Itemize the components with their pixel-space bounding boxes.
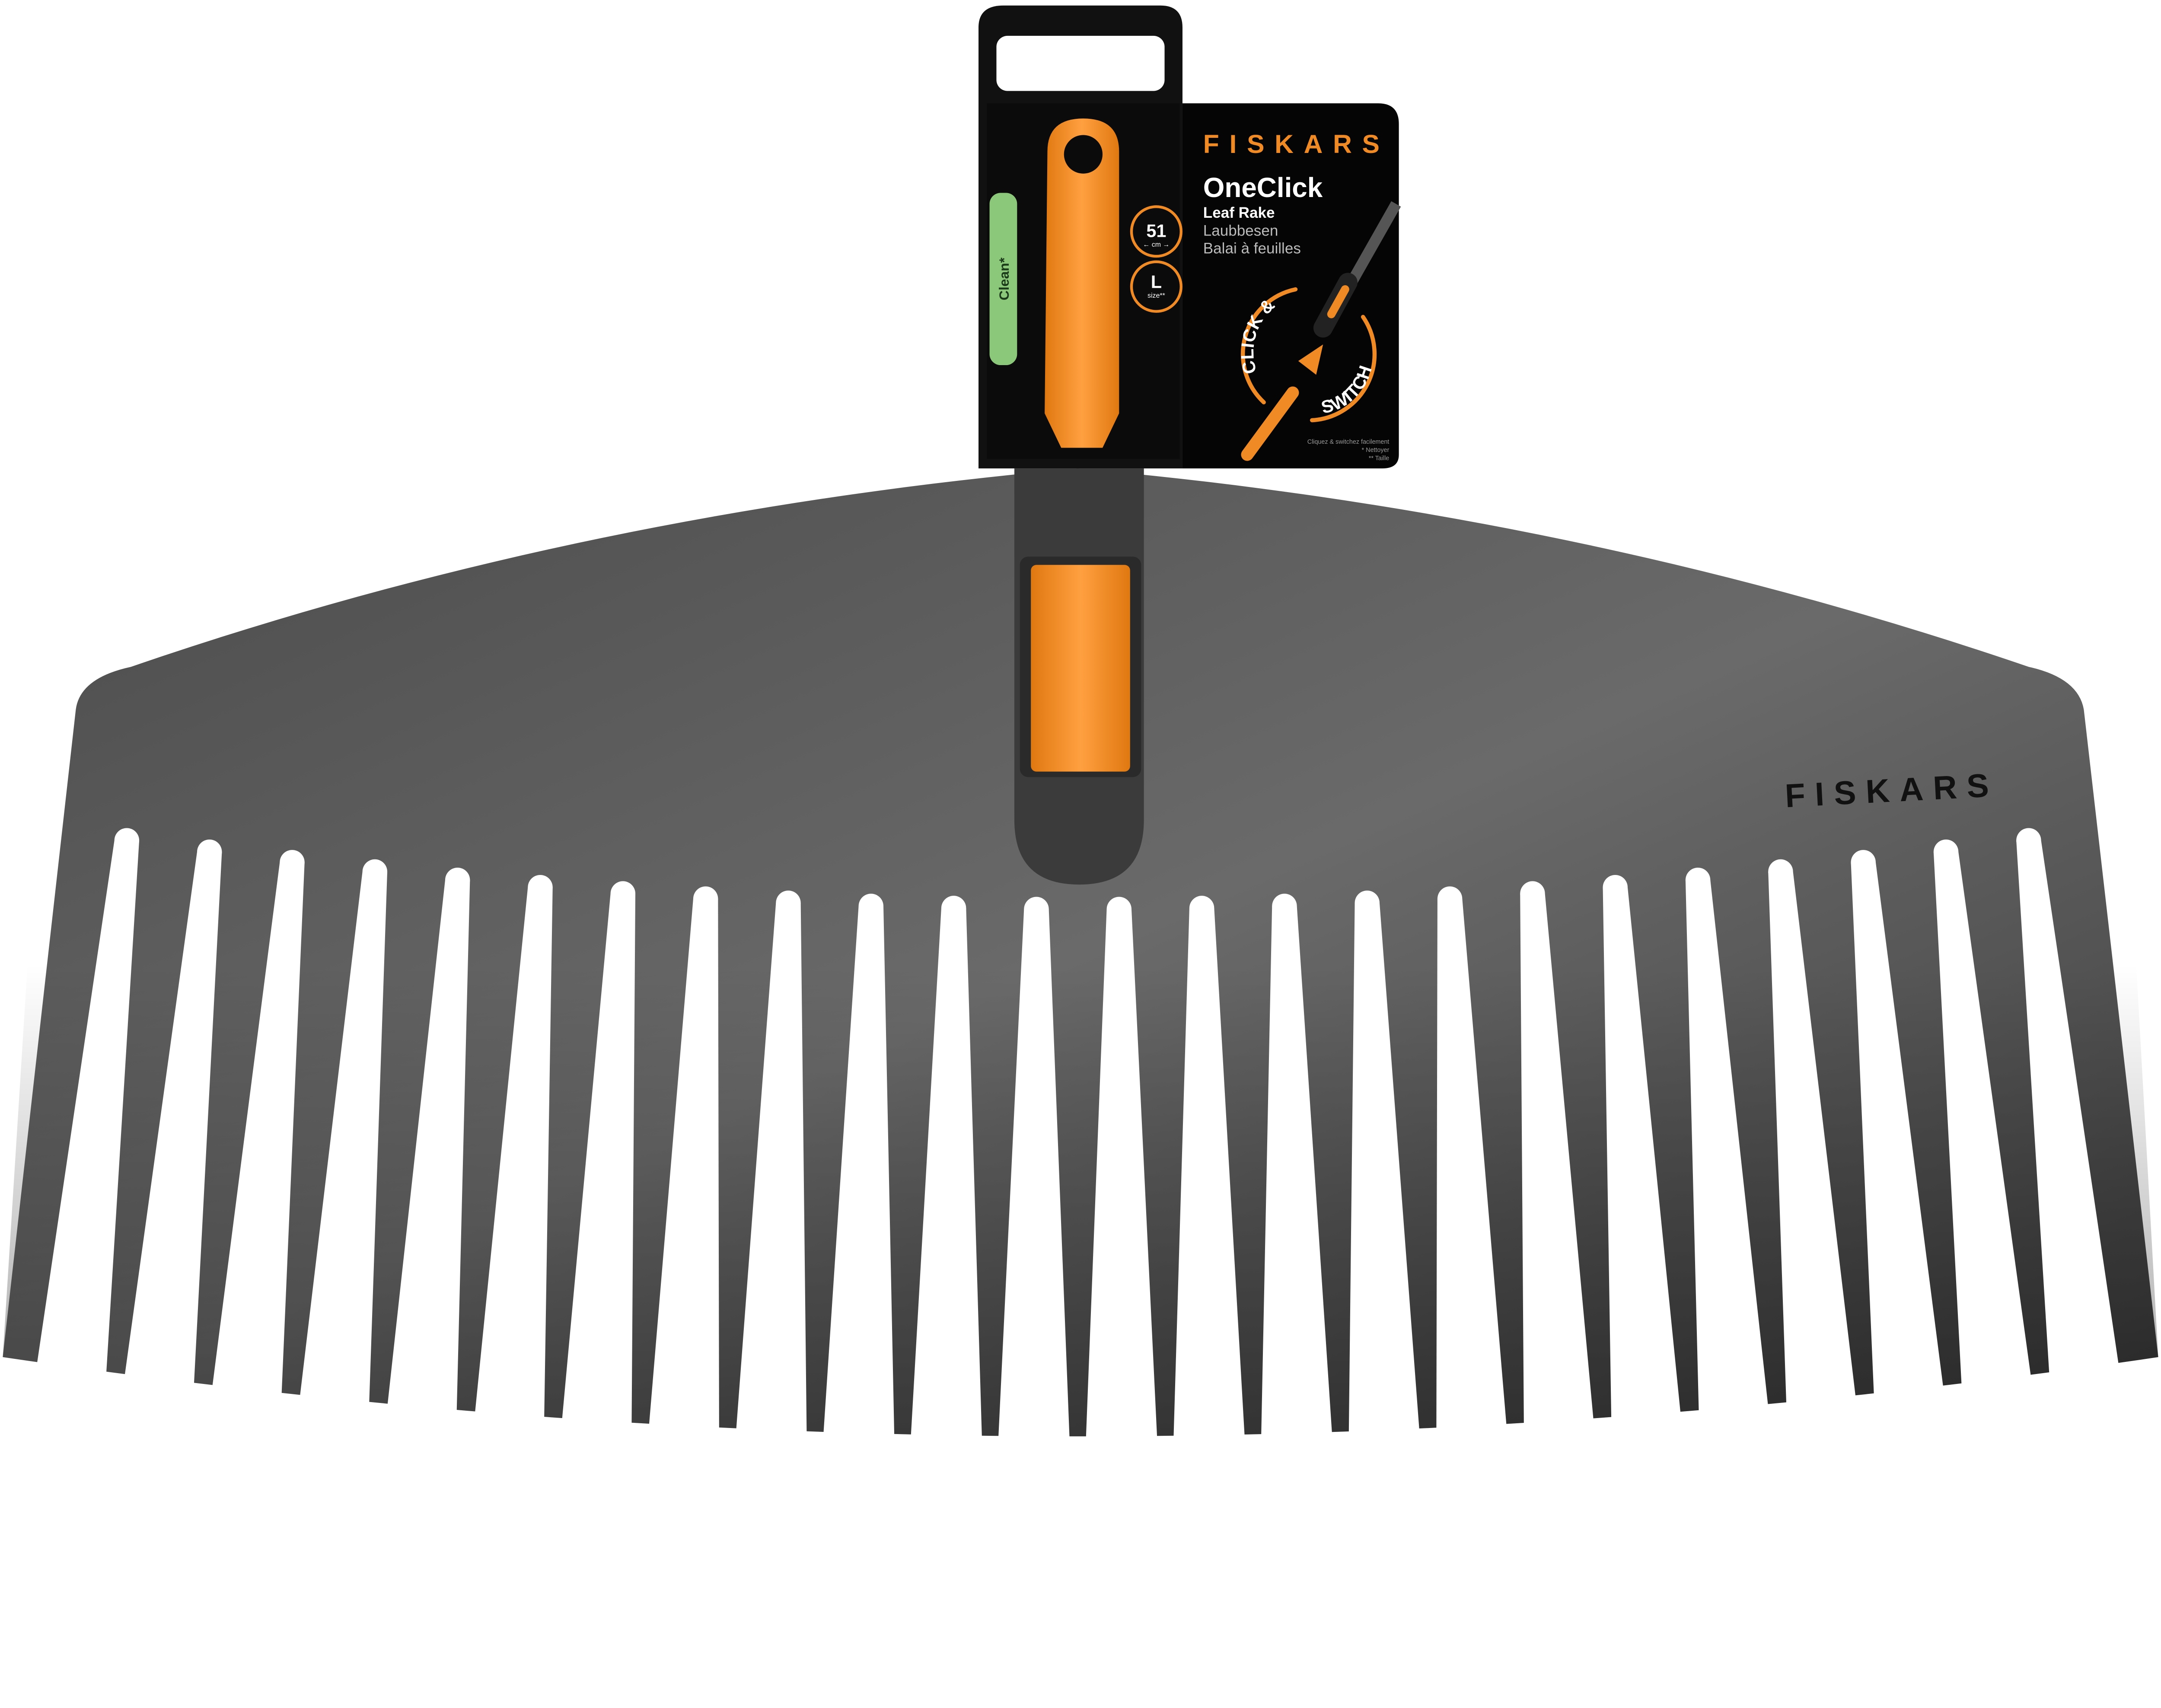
tine-gap [1851,862,1947,1411]
tine-gap [822,906,895,1444]
tine-gap-top [280,850,305,875]
tine-gap-top [1520,881,1545,906]
clean-tab [989,193,1017,366]
tine-gap-top [1189,896,1214,921]
tine-gap [121,852,222,1399]
product-name-en: Leaf Rake [1203,204,1275,221]
tine-gap [1685,880,1771,1432]
tine-gaps [34,828,2122,1444]
tine-gap-top [1272,894,1297,919]
tine-gap-top [858,894,884,919]
tine-gap-top [2016,828,2041,853]
note-line-2: * Nettoyer [1362,447,1390,454]
tine-gap [384,880,470,1432]
note-line-3: ** Taille [1369,455,1390,462]
tine-gap-top [362,859,388,884]
product-name-de: Laubbesen [1203,222,1278,239]
width-unit: ← cm → [1143,241,1170,248]
tine-gap [1603,887,1683,1441]
tine-gap [1348,903,1421,1444]
tine-gap [1086,909,1157,1444]
tine-gap-top [1106,897,1131,922]
tine-gap-top [941,896,966,921]
tine-gap [1436,899,1508,1444]
size-unit: size** [1147,292,1165,299]
size-badge: L size** [1130,260,1182,313]
product-name-fr: Balai à feuilles [1203,240,1301,257]
tine-gap-top [1768,859,1793,884]
tine-gap [209,862,305,1411]
tine-gap [1933,852,2034,1399]
tine-gap-top [1437,886,1463,911]
tine-gap-top [1933,839,1959,865]
tine-gap-top [528,875,553,900]
tine-gap [2016,840,2122,1385]
packaging-card: Clean* 51 ← cm → L size** FISKARS OneCli… [979,5,1401,469]
tine-gap [472,887,553,1441]
arrow-icon [1298,344,1323,375]
tine-gap-top [1851,850,1876,875]
product-image: FISKARS Clean* 51 ← cm → L size** FISKAR… [3,5,2158,1444]
width-value: 51 [1146,220,1166,241]
tine-gap-top [197,839,222,865]
brand-logo: FISKARS [1203,129,1380,159]
tine-gap [560,894,636,1444]
tine-gap-top [693,886,718,911]
tine-gap-top [1685,868,1711,893]
tine-gap [1261,906,1333,1444]
size-value: L [1151,271,1162,292]
tine-gap-top [114,828,140,853]
product-line: OneClick [1203,172,1323,203]
tine-gap-top [610,881,636,906]
tine-gap [910,908,982,1444]
tine-gap [1768,871,1859,1422]
tine-gap [296,871,388,1422]
tine-gap-top [1355,891,1380,916]
handle-socket [1014,468,1144,885]
tine-gap-top [445,868,470,893]
rake-head: FISKARS [3,468,2158,1444]
tine-gap-top [1603,875,1628,900]
note-line-1: Cliquez & switchez facilement [1307,439,1390,445]
clean-tab-label: Clean* [996,257,1012,300]
tine-gap-top [1024,897,1049,922]
tine-gap [735,903,807,1444]
width-badge: 51 ← cm → [1130,205,1182,258]
tine-gap [34,840,140,1385]
orange-grip [1045,118,1119,448]
tine-gap [1520,894,1596,1444]
tine-gap [998,909,1070,1444]
tine-gap [647,899,719,1444]
tine-gap-top [776,891,801,916]
tine-gap [1173,908,1245,1444]
